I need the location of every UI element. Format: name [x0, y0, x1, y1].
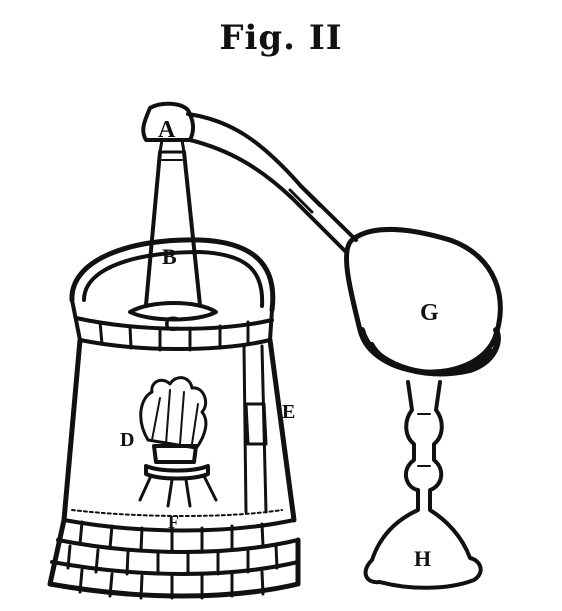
- delivery-tube: [186, 112, 358, 254]
- figure-title: Fig. II: [219, 18, 343, 58]
- label-g: G: [420, 300, 439, 326]
- flask-stand: [363, 380, 483, 590]
- label-c: C: [164, 311, 180, 336]
- label-f: F: [168, 512, 179, 532]
- receiver-flask: [344, 226, 503, 377]
- label-e: E: [282, 401, 295, 423]
- brazier: [138, 376, 218, 508]
- label-a: A: [158, 117, 176, 143]
- still-head: [128, 101, 218, 322]
- label-h: H: [414, 546, 431, 571]
- label-b: B: [162, 244, 177, 269]
- furnace-tub: [47, 237, 301, 600]
- label-d: D: [120, 429, 134, 451]
